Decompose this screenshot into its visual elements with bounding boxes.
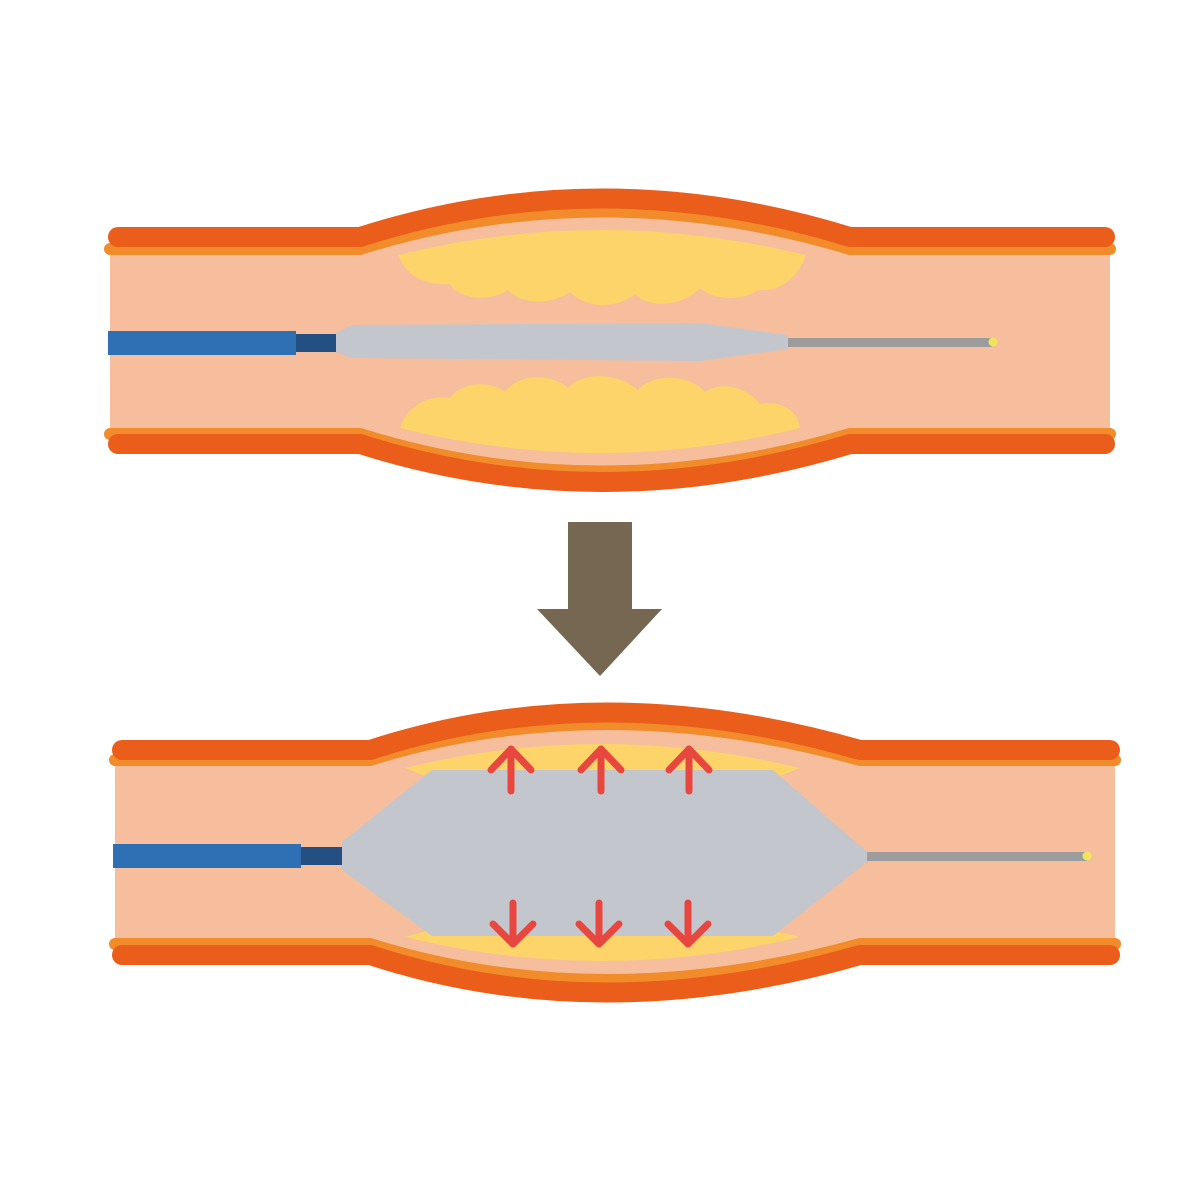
down-arrow-icon <box>575 899 623 948</box>
plaque-bottom <box>400 376 800 453</box>
catheter-shaft <box>113 844 301 868</box>
pressure-arrows-up <box>487 745 713 795</box>
up-arrow-icon <box>665 745 713 795</box>
catheter-neck <box>301 847 343 865</box>
plaque-top <box>398 230 806 306</box>
vessel-wall-inner-bottom <box>109 938 1121 986</box>
vessel-wall-top <box>112 702 1120 760</box>
up-arrow-icon <box>487 745 535 795</box>
vessel-wall-top <box>108 188 1115 247</box>
vessel-wall-bottom <box>108 434 1115 492</box>
guidewire <box>867 852 1087 861</box>
catheter-shaft <box>108 331 296 355</box>
vessel-wall-bottom <box>112 945 1120 1003</box>
vessel-panel-after <box>109 702 1121 1003</box>
vessel-wall-inner-top <box>109 718 1121 766</box>
balloon-inflated <box>342 770 867 936</box>
vessel-wall-inner-top <box>104 205 1116 255</box>
down-arrow-icon <box>537 522 662 676</box>
down-arrow-icon <box>664 899 712 948</box>
up-arrow-icon <box>577 745 625 795</box>
guidewire <box>788 338 992 347</box>
catheter-neck <box>296 334 338 352</box>
pressure-arrows-down <box>489 899 712 948</box>
balloon-deflated <box>336 323 788 361</box>
down-arrow-icon <box>489 899 537 948</box>
vessel-panel-before <box>104 188 1116 492</box>
guidewire-tip <box>988 337 998 347</box>
guidewire-tip <box>1082 851 1092 861</box>
